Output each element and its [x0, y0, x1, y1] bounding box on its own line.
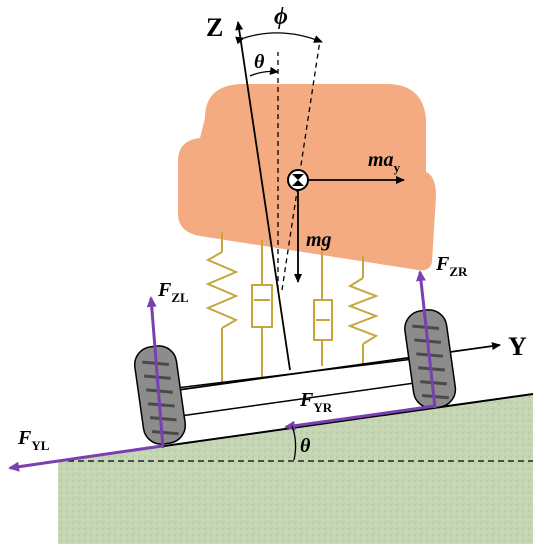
- tilted-dashed-line: [281, 39, 321, 291]
- ma-main: ma: [368, 149, 394, 171]
- phi-label: ϕ: [274, 4, 288, 30]
- theta-top-label: θ: [254, 51, 265, 73]
- fzr-subscript: ZR: [449, 264, 468, 279]
- fyl-subscript: YL: [31, 438, 49, 453]
- right-suspension: [313, 250, 379, 366]
- fzr-arrow: [416, 270, 437, 409]
- phi-arc: [235, 32, 323, 45]
- fyl-arrow: [8, 444, 163, 472]
- fyr-subscript: YR: [313, 400, 332, 415]
- mg-label: mg: [306, 229, 332, 251]
- theta-ground-arc: [291, 425, 297, 461]
- fzr-label: FZR: [435, 253, 468, 279]
- fzr-main: F: [435, 253, 450, 275]
- left-suspension: [205, 232, 273, 385]
- y-axis-label: Y: [508, 332, 527, 361]
- fyr-main: F: [299, 389, 314, 411]
- z-axis-label: Z: [206, 13, 223, 42]
- fyl-label: FYL: [17, 427, 50, 453]
- theta-top-arc: [249, 66, 279, 77]
- fyr-label: FYR: [299, 389, 333, 415]
- fzl-subscript: ZL: [171, 290, 189, 305]
- ma-label: may: [368, 149, 401, 175]
- fyl-main: F: [17, 427, 32, 449]
- theta-ground-label: θ: [300, 435, 311, 457]
- fzl-arrow: [146, 296, 165, 449]
- ground-slope: [58, 394, 533, 544]
- z-axis-arrow: [235, 21, 291, 371]
- fzl-label: FZL: [157, 279, 189, 305]
- ma-subscript: y: [394, 160, 401, 175]
- fyr-arrow: [284, 404, 436, 431]
- center-of-mass-icon: [287, 169, 309, 191]
- fzl-main: F: [157, 279, 172, 301]
